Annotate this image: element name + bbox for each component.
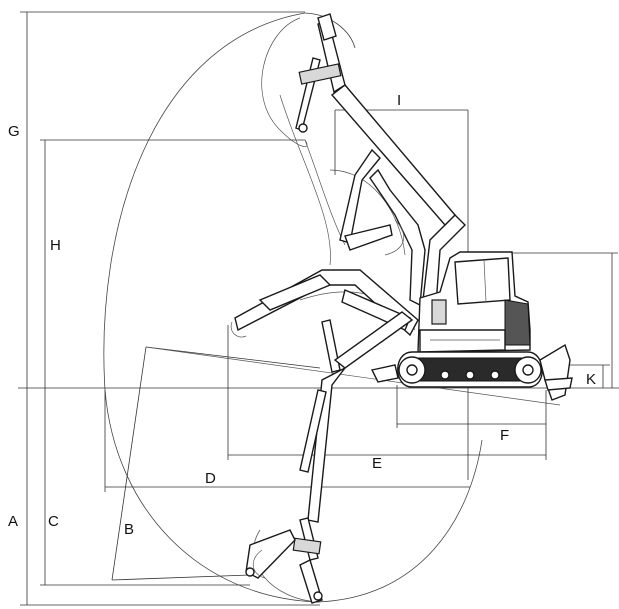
excavator-upper-structure [417, 251, 531, 353]
arm-digging [245, 311, 414, 604]
label-i: I [397, 92, 401, 109]
track-undercarriage [397, 351, 543, 388]
label-b: B [124, 521, 134, 538]
label-g: G [8, 123, 20, 140]
dimension-lines [18, 11, 619, 606]
dimension-line-b [111, 346, 147, 581]
boom-curled [339, 148, 426, 307]
label-h: H [50, 237, 61, 254]
working-range-envelope [103, 12, 483, 603]
dozer-blade [370, 343, 573, 401]
label-a: A [8, 513, 18, 530]
label-e: E [372, 455, 382, 472]
dimension-labels: G H I A C B D E F K [8, 92, 596, 538]
label-f: F [500, 427, 509, 444]
label-k: K [586, 371, 596, 388]
cab-window [454, 257, 511, 305]
label-c: C [48, 513, 59, 530]
boom-raised [295, 13, 466, 306]
label-d: D [205, 470, 216, 487]
